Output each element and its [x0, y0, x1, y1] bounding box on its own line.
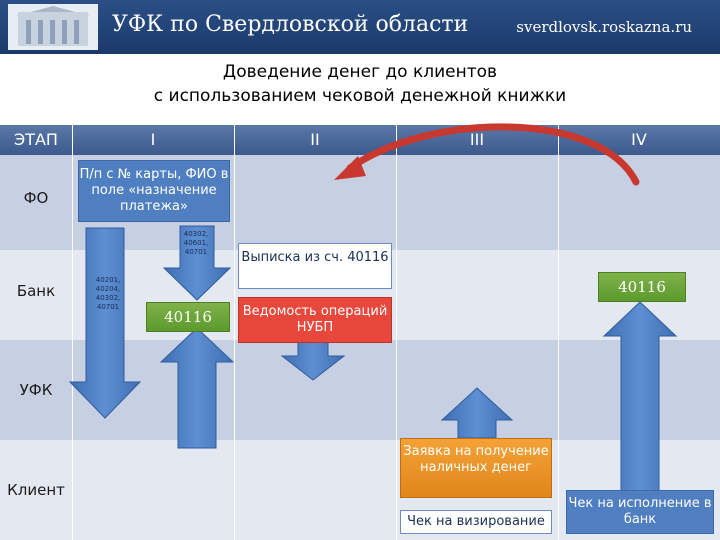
account-40116-right-box: 40116	[598, 272, 686, 302]
column-divider	[72, 125, 73, 540]
curved-return-arrow	[346, 123, 640, 186]
account-40116-box: 40116	[146, 302, 230, 332]
check-bank-box: Чек на исполнение в банк	[566, 490, 714, 534]
column-divider	[234, 125, 235, 540]
row-label-ufk: УФК	[19, 381, 53, 399]
curved-arrow-head	[334, 156, 366, 180]
column-header-4: IV	[631, 130, 647, 149]
header-bar: УФК по Свердловской области sverdlovsk.r…	[0, 0, 720, 54]
page-title: Доведение денег до клиентов с использова…	[0, 60, 720, 108]
header-title: УФК по Свердловской области	[112, 12, 469, 37]
column-divider	[558, 125, 559, 540]
arrow-down-fo-to-ufk	[68, 227, 142, 419]
building-logo	[8, 4, 98, 50]
title-line-1: Доведение денег до клиентов	[222, 62, 498, 82]
column-divider	[396, 125, 397, 540]
check-visa-box: Чек на визирование	[400, 510, 552, 534]
column-header-2: II	[310, 130, 320, 149]
arrow-up-client-to-ufk	[440, 387, 514, 439]
row-label-client: Клиент	[7, 481, 65, 499]
cash-request-box: Заявка на получение наличных денег	[400, 438, 552, 498]
row-label-bank: Банк	[16, 282, 56, 300]
arrow-up-client-to-bank-iv	[602, 301, 678, 493]
arrow-down-fo-to-bank	[162, 225, 232, 301]
column-header-stage: ЭТАП	[14, 130, 58, 149]
accounts-label-2: 40201, 40204, 40302, 40701	[95, 276, 121, 311]
header-site-url[interactable]: sverdlovsk.roskazna.ru	[516, 18, 692, 36]
column-header-1: I	[150, 130, 156, 149]
column-header-3: III	[469, 130, 485, 149]
statement-box: Выписка из сч. 40116	[238, 243, 392, 289]
payment-order-box: П/п с № карты, ФИО в поле «назначение пл…	[78, 160, 230, 222]
arrow-up-client-to-bank	[159, 327, 235, 449]
header-row: ЭТАП I II III IV	[0, 125, 720, 155]
vedomost-box: Ведомость операций НУБП	[238, 297, 392, 343]
accounts-label-1: 40302, 40601, 40701	[183, 230, 209, 256]
title-line-2: с использованием чековой денежной книжки	[153, 86, 567, 106]
row-label-fo: ФО	[23, 189, 49, 207]
